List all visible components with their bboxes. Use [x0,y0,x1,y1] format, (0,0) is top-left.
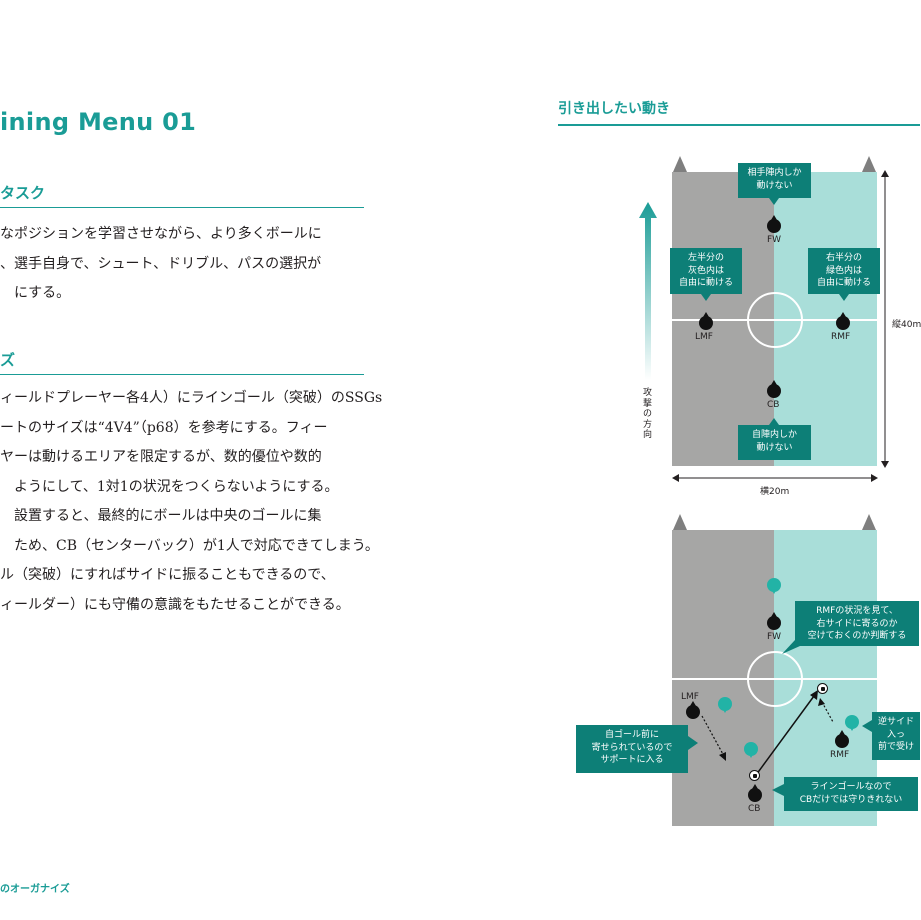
player-fw [767,215,781,233]
height-dimension-icon [881,170,889,468]
right-heading: 引き出したい動き [558,101,670,117]
label-lmf: LMF [695,332,713,342]
size-heading: ズ [0,351,16,369]
size-line: ル（突破）にすればサイドに振ることもできるので、 [0,567,335,583]
opponent-marker [767,578,781,594]
player-rmf [835,730,849,748]
callout-top: 相手陣内しか 動けない [738,163,811,198]
attack-direction-label: 攻撃の方向 [643,388,653,440]
player-cb [767,380,781,398]
label-cb: CB [748,804,761,814]
size-line: ィールドプレーヤー各4人）にラインゴール（突破）のSSGs [0,390,383,406]
callout-pointer [769,198,779,205]
label-rmf: RMF [831,332,851,342]
size-line: ートのサイズは“4V4”（p68）を参考にする。フィー [0,419,328,436]
size-line: 設置すると、最終的にボールは中央のゴールに集 [14,508,322,524]
movement-arrows-icon [701,690,834,776]
label-fw: FW [767,235,782,245]
label-cb: CB [767,400,780,410]
callout-left: 左半分の 灰色内は 自由に動ける [670,248,742,294]
size-body: ィールドプレーヤー各4人）にラインゴール（突破）のSSGs ートのサイズは“4V… [0,384,383,620]
width-dimension-icon [672,474,878,482]
size-line: ヤーは動けるエリアを限定するが、数的優位や数的 [0,449,322,465]
ball-icon [817,683,828,694]
cone-icon [673,156,687,172]
task-body: なポジションを学習させながら、より多くボールに 、選手自身で、シュート、ドリブル… [0,220,364,309]
width-label: 横20m [760,487,790,497]
menu-title: ining Menu 01 [0,108,197,136]
callout-pointer [688,736,698,750]
pitch-1 [672,172,877,466]
attack-arrow-icon [639,202,657,380]
task-rule [0,207,364,208]
player-lmf [686,701,700,719]
task-heading: タスク [0,184,46,202]
center-circle [747,651,803,707]
footer-label: のオーガナイズ [0,884,70,895]
task-line: 、選手自身で、シュート、ドリブル、パスの選択が [0,255,322,272]
callout-pointer [839,294,849,301]
player-cb [748,784,762,802]
callout-bottom: 自陣内しか 動けない [738,425,811,460]
callout-pointer [862,720,872,732]
callout-pointer [769,418,779,425]
pitch-2 [672,530,877,826]
right-rule [558,124,920,126]
size-rule [0,374,364,375]
cone-icon [673,514,687,530]
player-lmf [699,312,713,330]
size-line: ィールダー）にも守備の意識をもたせることができる。 [0,596,350,613]
callout-pointer [772,784,784,796]
callout-line-goal: ラインゴールなので CBだけでは守りきれない [784,777,918,811]
size-line: ため、CB（センターバック）が1人で対応できてしまう。 [14,537,379,554]
callout-support: 自ゴール前に 寄せられているので サポートに入る [576,725,688,773]
label-lmf: LMF [681,692,699,702]
callout-pointer [701,294,711,301]
cone-icon [862,156,876,172]
player-rmf [836,312,850,330]
task-line: にする。 [14,285,71,301]
callout-right: 右半分の 緑色内は 自由に動ける [808,248,880,294]
callout-pointer [782,640,800,654]
player-fw [767,612,781,630]
label-fw: FW [767,632,782,642]
opponent-marker [718,697,732,713]
opponent-marker [744,742,758,758]
callout-rmf-read: RMFの状況を見て、 右サイドに寄るのか 空けておくのか判断する [795,601,919,646]
size-line: ようにして、1対1の状況をつくらないようにする。 [14,478,339,495]
callout-reverse-side: 逆サイド 入っ 前で受け [872,712,920,760]
center-circle [747,292,803,348]
cone-icon [862,514,876,530]
label-rmf: RMF [830,750,850,760]
opponent-marker [845,715,859,731]
ball-icon [749,770,760,781]
task-line: なポジションを学習させながら、より多くボールに [0,226,322,242]
height-label: 縦40m [892,320,921,330]
